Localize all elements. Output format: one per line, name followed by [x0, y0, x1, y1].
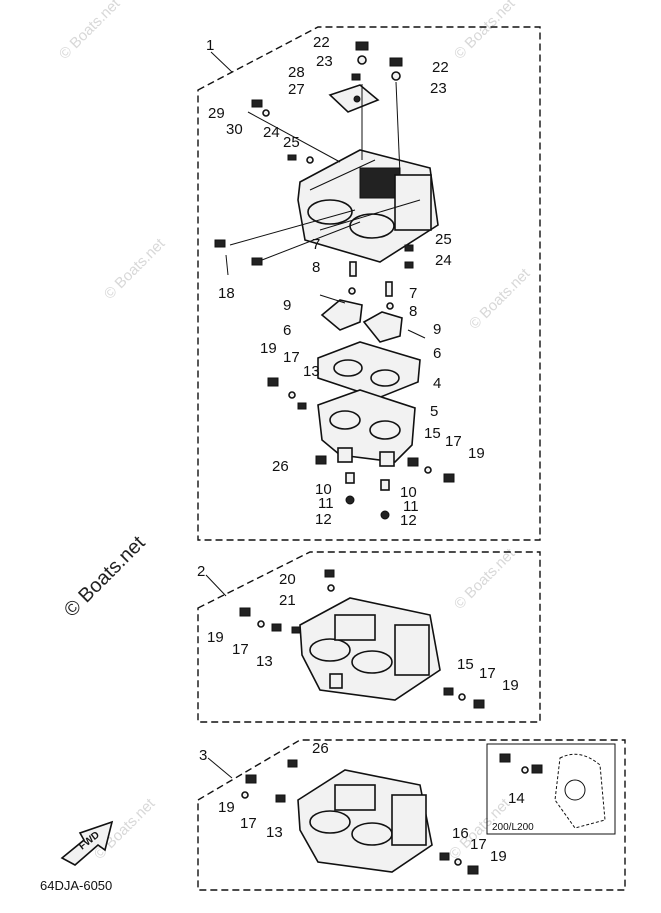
callout: 26 — [272, 458, 289, 475]
callout: 7 — [409, 285, 417, 302]
callout: 12 — [315, 511, 332, 528]
callout: 10 — [315, 481, 332, 498]
watermark-large: © Boats.net — [60, 532, 150, 622]
carburetor-body-lower — [297, 769, 433, 873]
callout: 20 — [279, 571, 296, 588]
callout: 24 — [435, 252, 452, 269]
callout: 9 — [283, 297, 291, 314]
assembly-label: 3 — [199, 747, 207, 764]
callout: 23 — [430, 80, 447, 97]
callout: 17 — [283, 349, 300, 366]
watermark: © Boats.net — [56, 0, 124, 63]
carburetor-body-middle — [299, 597, 441, 701]
watermark: © Boats.net — [451, 0, 519, 63]
callout: 28 — [288, 64, 305, 81]
carburetor-body-upper — [297, 149, 439, 263]
top-cover — [328, 84, 380, 113]
callout: 19 — [490, 848, 507, 865]
watermark: © Boats.net — [466, 265, 534, 333]
callout: 22 — [313, 34, 330, 51]
callout: 10 — [400, 484, 417, 501]
callout: 11 — [318, 495, 334, 512]
callout: 21 — [279, 592, 296, 609]
callout: 13 — [303, 363, 320, 380]
callout: 19 — [260, 340, 277, 357]
callout-numbers: 22 23 28 27 22 23 29 30 24 25 7 8 25 24 … — [207, 34, 525, 865]
callout: 29 — [208, 105, 225, 122]
callout: 17 — [470, 836, 487, 853]
small-parts-3 — [241, 759, 479, 875]
callout: 26 — [312, 740, 329, 757]
callout: 7 — [312, 236, 320, 253]
callout: 15 — [457, 656, 474, 673]
small-parts-2 — [239, 569, 485, 709]
callout: 27 — [288, 81, 305, 98]
float-bowl — [317, 389, 416, 467]
callout: 19 — [468, 445, 485, 462]
callout: 30 — [226, 121, 243, 138]
callout: 19 — [207, 629, 224, 646]
watermark: © Boats.net — [101, 235, 169, 303]
callout: 11 — [403, 498, 419, 515]
inset-label: 200/L200 — [492, 822, 534, 833]
float-chamber-gasket — [317, 341, 421, 399]
callout: 19 — [218, 799, 235, 816]
diagram-code: 64DJA-6050 — [40, 878, 112, 893]
inset-detail — [499, 753, 606, 829]
callout: 6 — [283, 322, 291, 339]
callout: 15 — [424, 425, 441, 442]
callout: 25 — [435, 231, 452, 248]
callout: 19 — [502, 677, 519, 694]
callout: 8 — [409, 303, 417, 320]
fwd-arrow-icon: FWD — [60, 820, 114, 866]
watermarks: © Boats.net © Boats.net © Boats.net © Bo… — [56, 0, 534, 863]
floats — [320, 299, 403, 343]
callout: 12 — [400, 512, 417, 529]
callout: 9 — [433, 321, 441, 338]
callout: 13 — [266, 824, 283, 841]
small-parts-1 — [214, 41, 455, 520]
callout: 23 — [316, 53, 333, 70]
group-frames — [197, 26, 626, 891]
assembly-label: 1 — [206, 37, 214, 54]
leader-lines-1 — [225, 81, 401, 276]
callout: 22 — [432, 59, 449, 76]
callout: 14 — [508, 790, 525, 807]
assembly-label: 2 — [197, 563, 205, 580]
callout: 17 — [240, 815, 257, 832]
callout: 6 — [433, 345, 441, 362]
callout: 17 — [479, 665, 496, 682]
callout: 8 — [312, 259, 320, 276]
callout: 4 — [433, 375, 441, 392]
callout: 5 — [430, 403, 438, 420]
watermark: © Boats.net — [451, 545, 519, 613]
callout: 18 — [218, 285, 235, 302]
callout: 17 — [445, 433, 462, 450]
assembly-labels: 1 2 3 — [197, 37, 214, 764]
callout: 17 — [232, 641, 249, 658]
callout: 25 — [283, 134, 300, 151]
callout: 24 — [263, 124, 280, 141]
callout: 16 — [452, 825, 469, 842]
callout: 13 — [256, 653, 273, 670]
